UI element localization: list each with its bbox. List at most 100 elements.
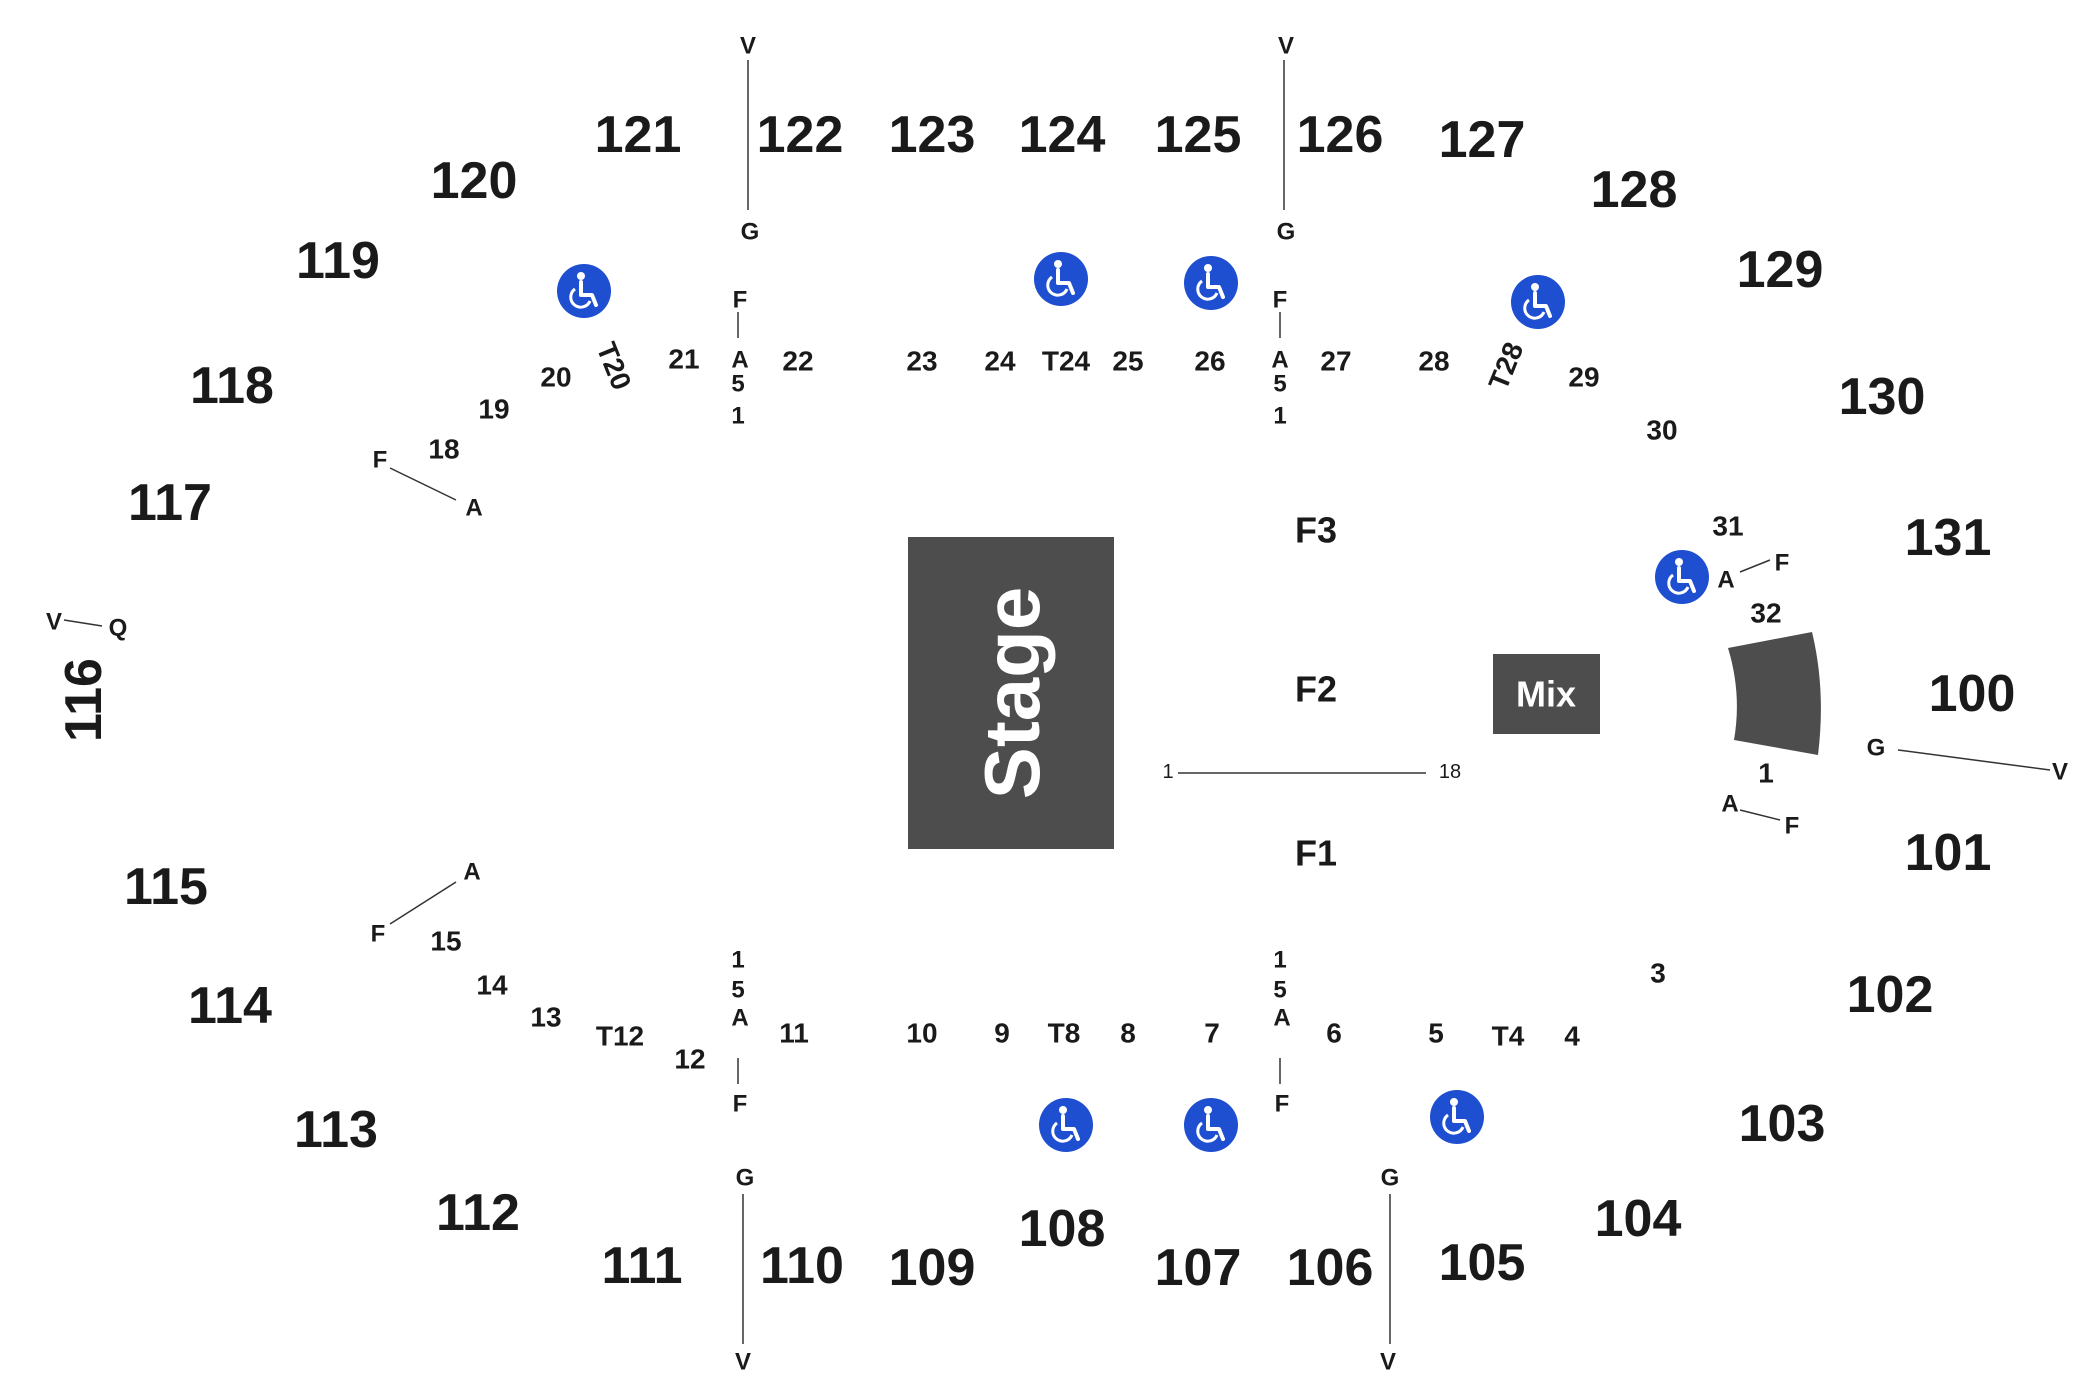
section-28[interactable]: 28 bbox=[1418, 346, 1449, 377]
row-line-116 bbox=[63, 619, 103, 627]
section-103[interactable]: 103 bbox=[1739, 1095, 1826, 1153]
section-115[interactable]: 115 bbox=[124, 858, 208, 916]
section-130[interactable]: 130 bbox=[1839, 368, 1926, 426]
section-1[interactable]: 1 bbox=[1758, 758, 1774, 789]
section-32[interactable]: 32 bbox=[1750, 598, 1781, 629]
section-11[interactable]: 11 bbox=[779, 1018, 809, 1049]
section-101[interactable]: 101 bbox=[1905, 824, 1992, 882]
section-107[interactable]: 107 bbox=[1155, 1239, 1242, 1297]
section-125[interactable]: 125 bbox=[1155, 106, 1242, 164]
section-27[interactable]: 27 bbox=[1320, 346, 1351, 377]
row-marker-a: A bbox=[1273, 1005, 1290, 1032]
mix-position[interactable] bbox=[1493, 654, 1600, 734]
row-marker-1: 1 bbox=[1273, 947, 1286, 974]
row-marker-a: A bbox=[463, 859, 480, 886]
section-25[interactable]: 25 bbox=[1112, 346, 1143, 377]
floor-row-end: 18 bbox=[1439, 761, 1461, 783]
section-126[interactable]: 126 bbox=[1297, 106, 1384, 164]
section-3[interactable]: 3 bbox=[1650, 958, 1666, 989]
section-6[interactable]: 6 bbox=[1326, 1018, 1342, 1049]
section-108[interactable]: 108 bbox=[1019, 1200, 1106, 1258]
wheelchair-icon[interactable] bbox=[1039, 1098, 1093, 1152]
section-109[interactable]: 109 bbox=[889, 1239, 976, 1297]
section-15[interactable]: 15 bbox=[430, 926, 461, 957]
section-104[interactable]: 104 bbox=[1595, 1190, 1682, 1248]
section-9[interactable]: 9 bbox=[994, 1018, 1010, 1049]
wheelchair-icon[interactable] bbox=[1655, 550, 1709, 604]
floor-section-f3[interactable]: F3 bbox=[1295, 510, 1337, 551]
floor-section-f2[interactable]: F2 bbox=[1295, 669, 1337, 710]
section-129[interactable]: 129 bbox=[1737, 241, 1824, 299]
wheelchair-icon[interactable] bbox=[1034, 252, 1088, 306]
section-119[interactable]: 119 bbox=[296, 232, 380, 290]
section-13[interactable]: 13 bbox=[530, 1002, 561, 1033]
section-t20[interactable]: T20 bbox=[591, 338, 638, 394]
section-5[interactable]: 5 bbox=[1428, 1018, 1444, 1049]
section-113[interactable]: 113 bbox=[294, 1101, 378, 1159]
row-marker-v: V bbox=[735, 1349, 751, 1376]
section-21[interactable]: 21 bbox=[668, 344, 699, 375]
section-t28[interactable]: T28 bbox=[1483, 338, 1530, 394]
section-12[interactable]: 12 bbox=[674, 1044, 705, 1075]
row-marker-f: F bbox=[733, 1091, 748, 1118]
row-marker-v: V bbox=[1380, 1349, 1396, 1376]
floor-section-f1[interactable]: F1 bbox=[1295, 833, 1337, 874]
row-marker-f: F bbox=[1275, 1091, 1290, 1118]
wheelchair-icon[interactable] bbox=[1184, 256, 1238, 310]
section-19[interactable]: 19 bbox=[478, 394, 509, 425]
section-8[interactable]: 8 bbox=[1120, 1018, 1136, 1049]
section-4[interactable]: 4 bbox=[1564, 1021, 1580, 1052]
section-22[interactable]: 22 bbox=[782, 346, 813, 377]
section-128[interactable]: 128 bbox=[1591, 161, 1678, 219]
row-marker-5: 5 bbox=[731, 371, 744, 398]
section-131[interactable]: 131 bbox=[1905, 509, 1992, 567]
section-29[interactable]: 29 bbox=[1568, 362, 1599, 393]
section-26[interactable]: 26 bbox=[1194, 346, 1225, 377]
row-line-west-lower bbox=[389, 881, 457, 925]
row-marker-1: 1 bbox=[731, 403, 744, 430]
section-18[interactable]: 18 bbox=[428, 434, 459, 465]
section-23[interactable]: 23 bbox=[906, 346, 937, 377]
row-marker-a: A bbox=[1721, 791, 1738, 818]
section-t12[interactable]: T12 bbox=[596, 1021, 644, 1052]
section-118[interactable]: 118 bbox=[190, 357, 274, 415]
section-122[interactable]: 122 bbox=[757, 106, 844, 164]
section-121[interactable]: 121 bbox=[595, 106, 682, 164]
section-112[interactable]: 112 bbox=[436, 1184, 520, 1242]
section-20[interactable]: 20 bbox=[540, 362, 571, 393]
row-marker-a: A bbox=[1271, 347, 1288, 374]
wheelchair-icon[interactable] bbox=[1184, 1098, 1238, 1152]
section-114[interactable]: 114 bbox=[188, 977, 272, 1035]
row-marker-v: V bbox=[2052, 759, 2068, 786]
section-10[interactable]: 10 bbox=[906, 1018, 937, 1049]
section-127[interactable]: 127 bbox=[1439, 111, 1526, 169]
wheelchair-icon[interactable] bbox=[1511, 275, 1565, 329]
section-110[interactable]: 110 bbox=[760, 1237, 844, 1295]
stage[interactable] bbox=[908, 537, 1114, 849]
section-100[interactable]: 100 bbox=[1929, 665, 2016, 723]
wheelchair-icon[interactable] bbox=[1430, 1090, 1484, 1144]
section-t24[interactable]: T24 bbox=[1042, 346, 1091, 377]
section-31[interactable]: 31 bbox=[1712, 511, 1743, 542]
section-105[interactable]: 105 bbox=[1439, 1234, 1526, 1292]
floor-row-start: 1 bbox=[1162, 761, 1173, 783]
section-117[interactable]: 117 bbox=[128, 474, 212, 532]
section-24[interactable]: 24 bbox=[984, 346, 1016, 377]
row-marker-f: F bbox=[1785, 813, 1800, 840]
section-30[interactable]: 30 bbox=[1646, 415, 1677, 446]
section-t8[interactable]: T8 bbox=[1048, 1018, 1081, 1049]
section-102[interactable]: 102 bbox=[1847, 966, 1934, 1024]
section-106[interactable]: 106 bbox=[1287, 1239, 1374, 1297]
platform-east bbox=[1728, 632, 1821, 755]
row-line-ne-platform bbox=[1739, 559, 1771, 573]
section-123[interactable]: 123 bbox=[889, 106, 976, 164]
row-line-se-platform bbox=[1739, 809, 1781, 821]
section-7[interactable]: 7 bbox=[1204, 1018, 1220, 1049]
section-14[interactable]: 14 bbox=[476, 970, 508, 1001]
section-t4[interactable]: T4 bbox=[1492, 1021, 1525, 1052]
section-116[interactable]: 116 bbox=[55, 658, 113, 742]
section-120[interactable]: 120 bbox=[431, 152, 518, 210]
wheelchair-icon[interactable] bbox=[557, 264, 611, 318]
section-111[interactable]: 111 bbox=[601, 1237, 682, 1295]
section-124[interactable]: 124 bbox=[1019, 106, 1106, 164]
